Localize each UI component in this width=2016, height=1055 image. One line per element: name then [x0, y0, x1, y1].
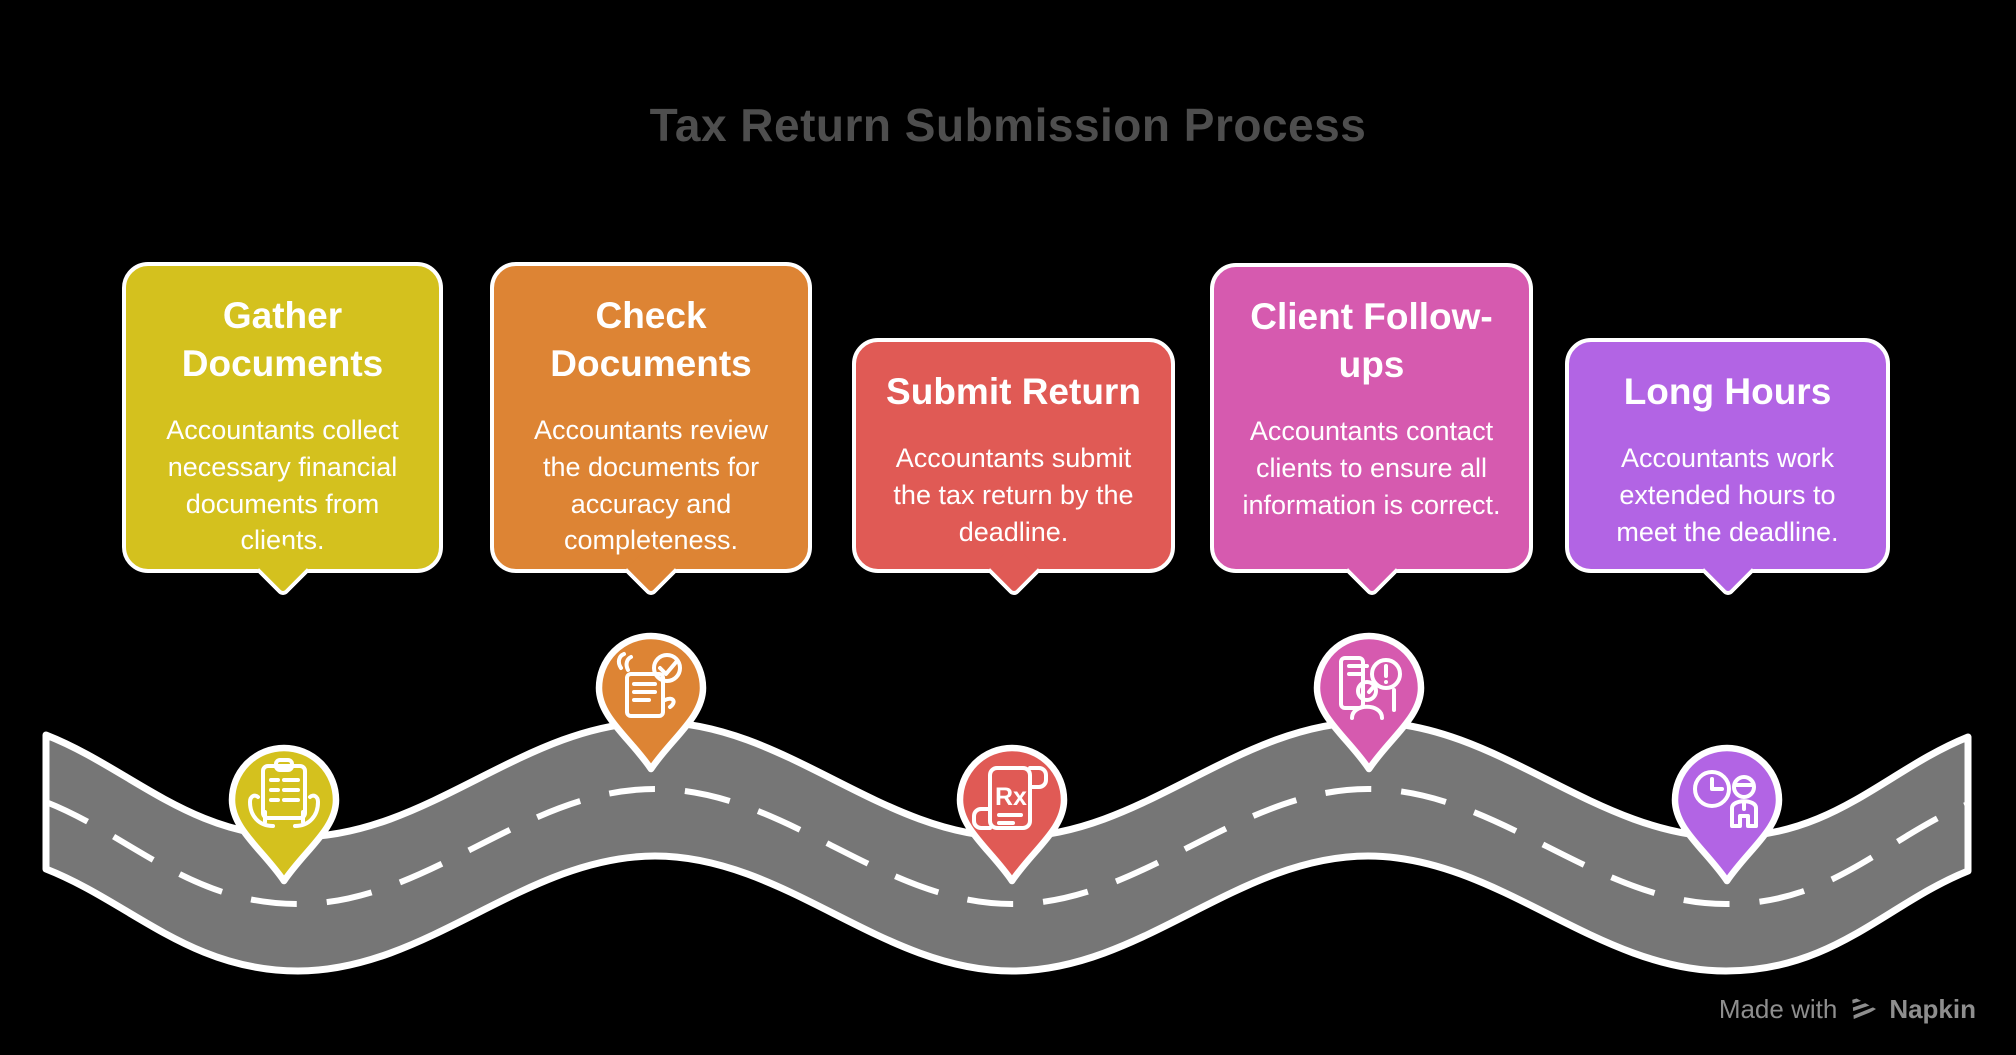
step-card-gather-documents: Gather Documents Accountants collect nec…	[122, 262, 443, 598]
step-card-title: Client Follow-ups	[1250, 296, 1493, 386]
map-pin-submit-return: Rx	[956, 744, 1068, 885]
map-pin-client-follow-ups	[1313, 632, 1425, 773]
rx-label: Rx	[995, 783, 1027, 811]
clock-person-icon	[1693, 770, 1758, 828]
step-card-submit-return: Submit Return Accountants submit the tax…	[852, 338, 1175, 598]
step-card-description: Accountants contact clients to ensure al…	[1242, 416, 1501, 520]
prescription-scroll-icon: Rx	[972, 766, 1048, 830]
step-card-check-documents: Check Documents Accountants review the d…	[490, 262, 812, 598]
road-centerline	[44, 785, 1970, 908]
step-card-description: Accountants review the documents for acc…	[533, 415, 769, 556]
napkin-logo-icon	[1852, 996, 1877, 1022]
step-card-client-follow-ups: Client Follow-ups Accountants contact cl…	[1210, 263, 1533, 598]
step-card-description: Accountants submit the tax return by the…	[893, 443, 1134, 547]
map-pin-check-documents	[595, 632, 707, 773]
map-pin-gather-documents	[228, 744, 340, 885]
page-title: Tax Return Submission Process	[649, 99, 1367, 151]
step-card-title: Submit Return	[886, 371, 1141, 412]
hands-holding-document-icon	[248, 758, 320, 828]
napkin-brand-label: Napkin	[1889, 993, 1976, 1024]
document-check-icon	[616, 652, 682, 718]
made-with-label: Made with	[1718, 993, 1838, 1024]
step-card-description: Accountants work extended hours to meet …	[1616, 443, 1839, 547]
step-card-title: Gather Documents	[181, 295, 384, 385]
map-pin-long-hours	[1671, 744, 1783, 885]
step-card-title: Check Documents	[550, 295, 752, 385]
step-card-title: Long Hours	[1623, 371, 1832, 412]
step-card-long-hours: Long Hours Accountants work extended hou…	[1565, 338, 1890, 598]
client-alert-icon	[1339, 656, 1402, 720]
watermark: Made with Napkin	[1719, 993, 1976, 1025]
step-card-description: Accountants collect necessary financial …	[166, 415, 399, 556]
